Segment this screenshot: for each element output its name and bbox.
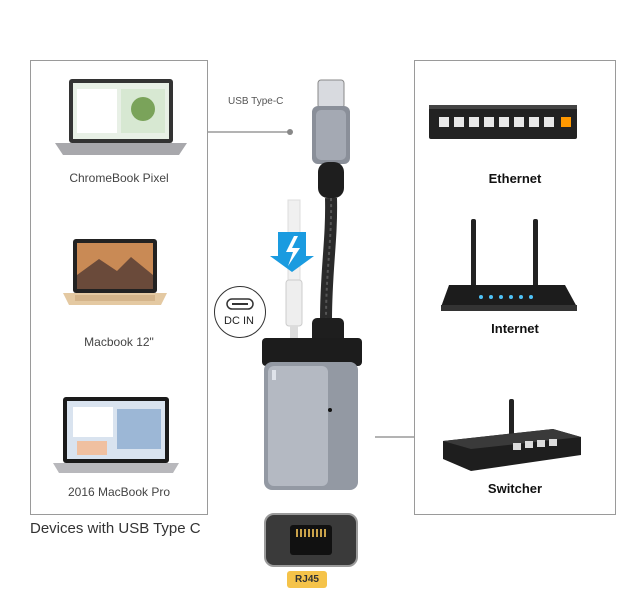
laptop-illustrations <box>53 79 187 473</box>
laptop-icon <box>55 79 187 155</box>
devices-panel: ChromeBook Pixel Macbook 12" 2016 MacBoo… <box>30 60 208 515</box>
switch-icon <box>443 399 581 471</box>
label-internet: Internet <box>491 321 539 336</box>
rj45-port <box>264 513 358 567</box>
usb-c-icon <box>226 298 254 310</box>
router-icon <box>441 219 577 311</box>
usb-type-c-label: USB Type-C <box>228 96 284 107</box>
device-label-macbook-pro: 2016 MacBook Pro <box>67 485 171 499</box>
adapter-body <box>262 318 362 490</box>
dc-in-bubble: DC IN <box>214 286 266 338</box>
device-label-chromebook: ChromeBook Pixel <box>69 171 169 185</box>
ethernet-port-icon <box>290 525 332 555</box>
dc-in-label: DC IN <box>224 315 254 327</box>
lightning-icon <box>270 232 314 272</box>
device-label-macbook12: Macbook 12" <box>84 335 154 349</box>
rj45-label: RJ45 <box>287 571 327 588</box>
laptop-icon <box>53 397 179 473</box>
devices-caption: Devices with USB Type C <box>30 520 201 537</box>
label-switcher: Switcher <box>487 481 543 496</box>
laptop-icon <box>63 239 167 305</box>
switch-icon <box>429 105 577 139</box>
network-panel: Ethernet Internet Switcher <box>414 60 616 515</box>
label-ethernet: Ethernet <box>488 171 542 186</box>
network-illustrations <box>429 105 581 471</box>
usb-c-plug <box>312 79 350 198</box>
